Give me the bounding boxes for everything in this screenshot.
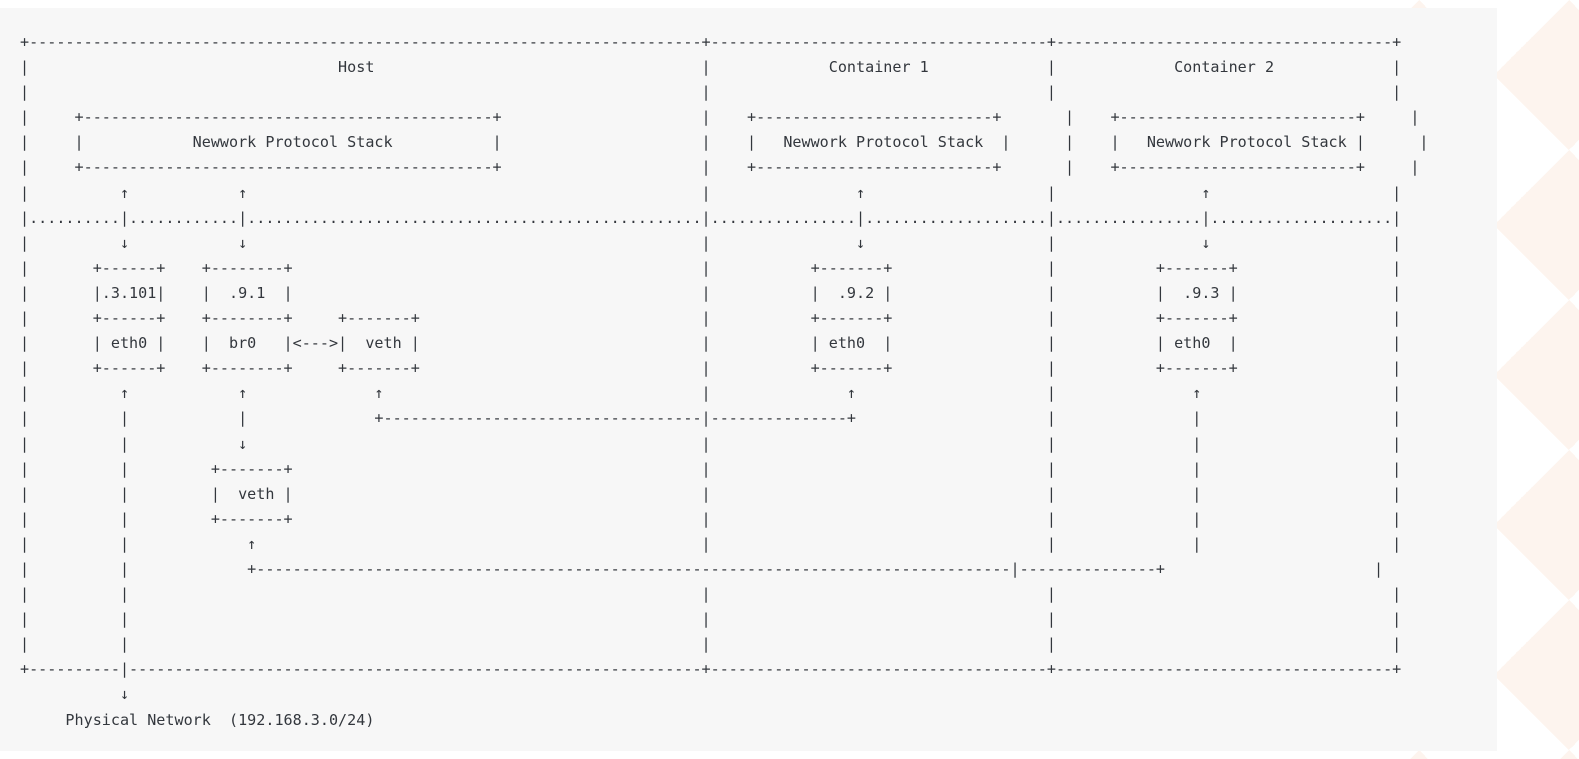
ascii-network-diagram: +---------------------------------------…: [20, 33, 1429, 729]
code-block-card: +---------------------------------------…: [0, 8, 1497, 751]
